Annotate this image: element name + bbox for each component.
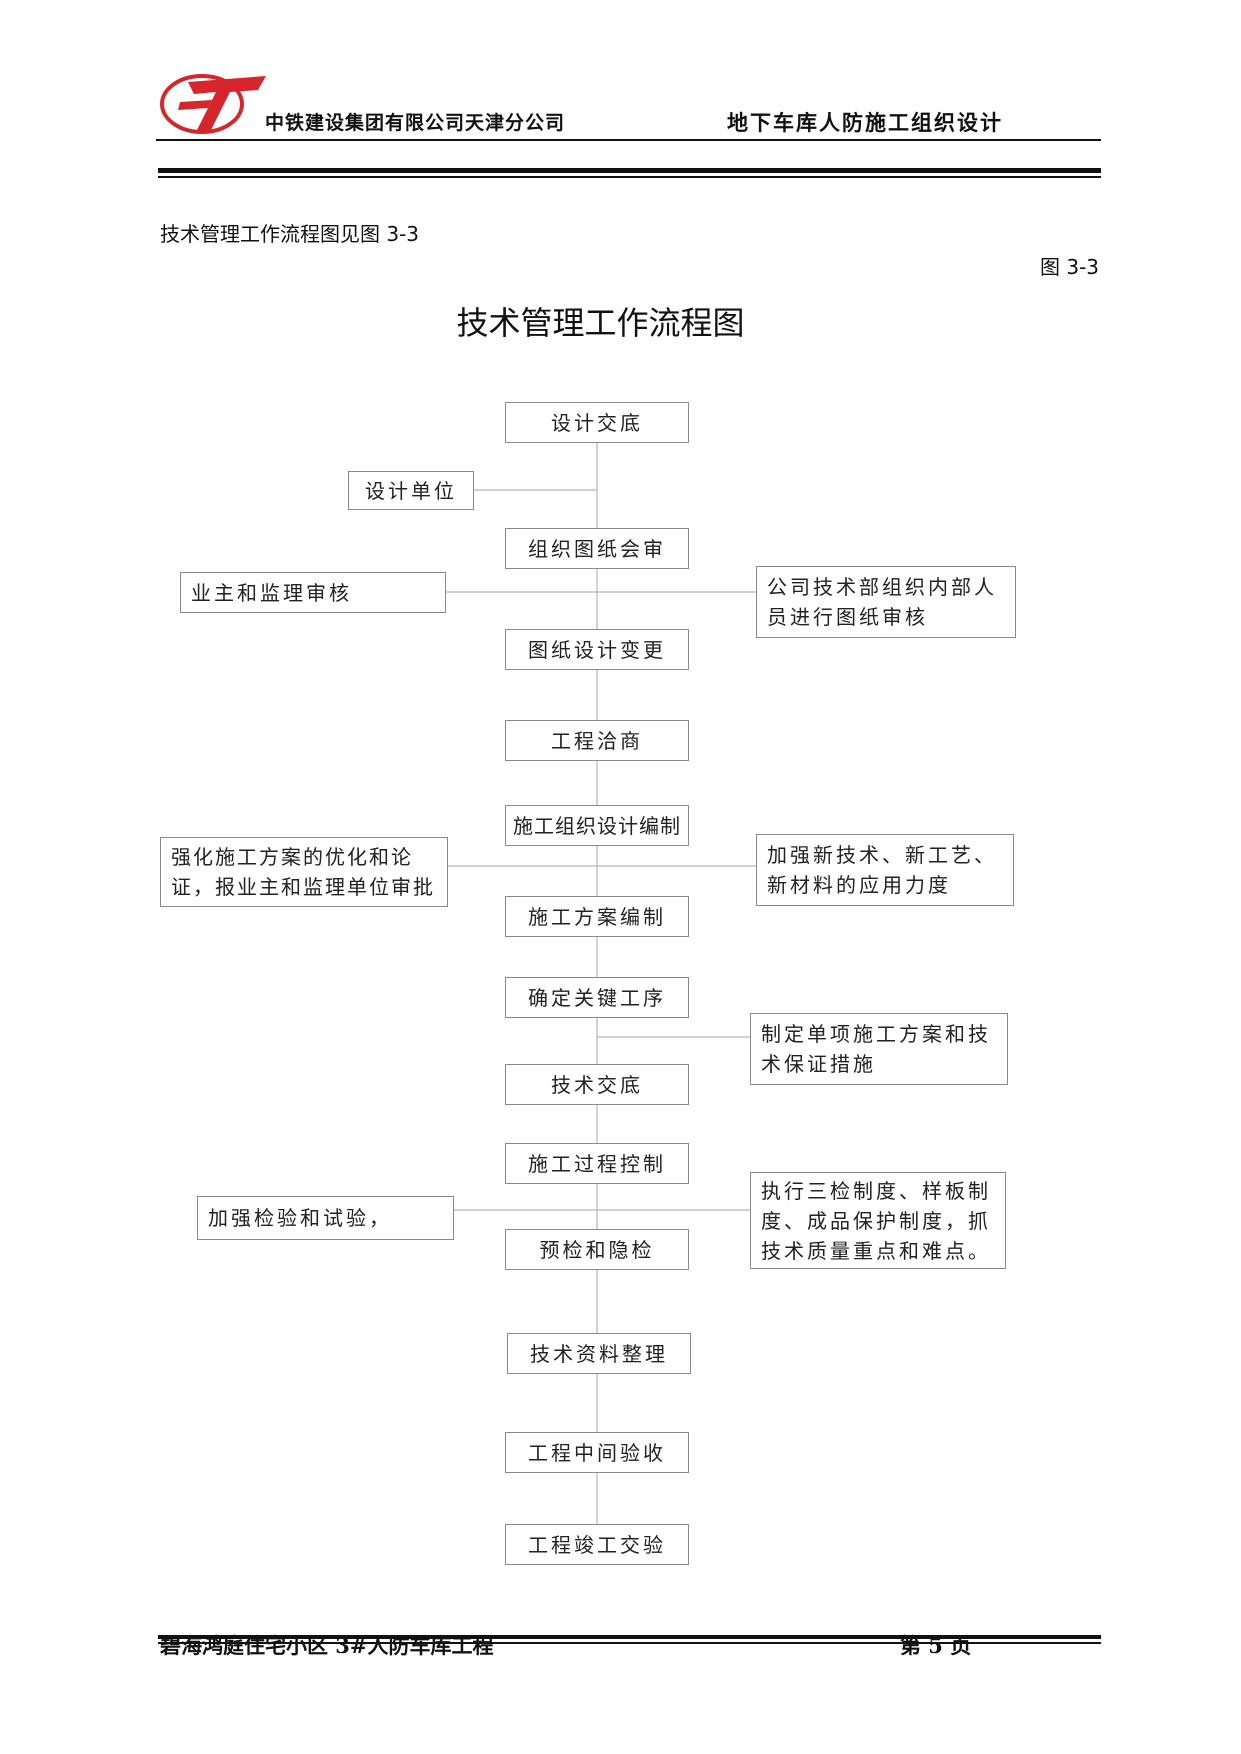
note-three-checks: 执行三检制度、样板制度、成品保护制度，抓技术质量重点和难点。: [750, 1172, 1006, 1269]
header-rule-thick: [158, 168, 1101, 173]
step-design-disclosure: 设计交底: [505, 402, 689, 443]
footer-project: 碧海鸿庭住宅小区 3#人防车库工程: [160, 1633, 494, 1658]
intro-text: 技术管理工作流程图见图 3-3: [160, 222, 420, 246]
chart-title: 技术管理工作流程图: [456, 304, 745, 342]
step-construction-plan: 施工方案编制: [505, 896, 689, 937]
step-drawing-joint-review: 组织图纸会审: [505, 528, 689, 569]
step-technical-disclosure: 技术交底: [505, 1064, 689, 1105]
footer-rule-thin: [158, 1642, 1101, 1644]
step-process-control: 施工过程控制: [505, 1143, 689, 1184]
note-new-technology: 加强新技术、新工艺、新材料的应用力度: [756, 834, 1014, 906]
note-company-review: 公司技术部组织内部人员进行图纸审核: [756, 566, 1016, 638]
note-owner-review: 业主和监理审核: [180, 572, 446, 613]
step-key-processes: 确定关键工序: [505, 977, 689, 1018]
footer-page-number: 第 5 页: [900, 1633, 972, 1658]
document-title: 地下车库人防施工组织设计: [727, 110, 1003, 135]
header-rule: [156, 139, 1101, 141]
figure-label: 图 3-3: [1040, 255, 1100, 279]
step-intermediate-acceptance: 工程中间验收: [505, 1432, 689, 1473]
step-construction-org-design: 施工组织设计编制: [505, 805, 689, 846]
step-engineering-negotiation: 工程洽商: [505, 720, 689, 761]
step-technical-documents: 技术资料整理: [507, 1333, 691, 1374]
step-drawing-design-change: 图纸设计变更: [505, 629, 689, 670]
step-final-acceptance: 工程竣工交验: [505, 1524, 689, 1565]
step-pre-concealed-inspection: 预检和隐检: [505, 1229, 689, 1270]
note-special-plan: 制定单项施工方案和技术保证措施: [750, 1013, 1008, 1085]
note-design-unit: 设计单位: [348, 471, 474, 510]
footer-rule-thick: [158, 1635, 1101, 1639]
note-inspection-testing: 加强检验和试验，: [197, 1196, 454, 1240]
company-logo-icon: [160, 74, 266, 134]
header-rule-thin: [158, 176, 1101, 178]
note-optimize-plan: 强化施工方案的优化和论证，报业主和监理单位审批: [160, 837, 448, 907]
company-name: 中铁建设集团有限公司天津分公司: [265, 112, 566, 134]
